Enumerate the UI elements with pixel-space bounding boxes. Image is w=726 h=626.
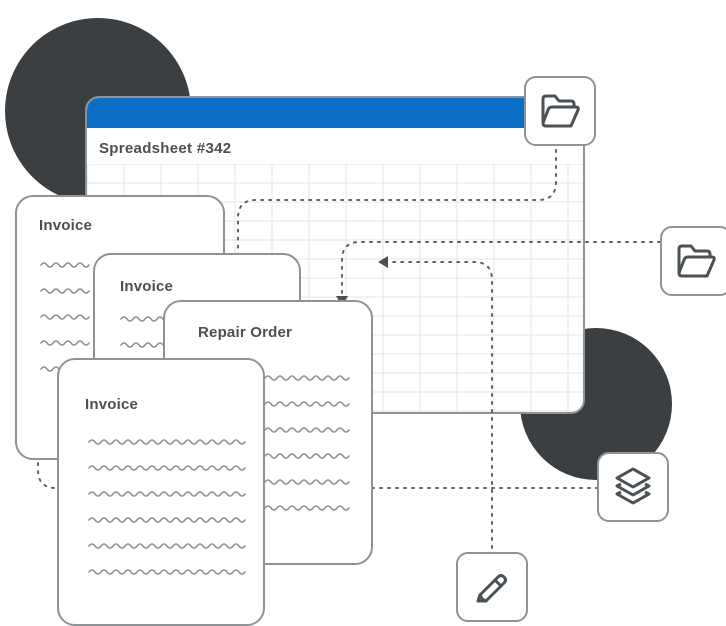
- text-line-squiggle: [264, 375, 350, 381]
- folder-icon: [541, 94, 580, 128]
- folder-button-right[interactable]: [660, 226, 726, 296]
- invoice-card-front[interactable]: Invoice: [57, 358, 265, 626]
- invoice-card-title: Invoice: [85, 396, 139, 413]
- text-line-squiggle: [88, 491, 246, 497]
- text-line-squiggle: [88, 465, 246, 471]
- arrow-left-sheet: [378, 256, 388, 268]
- pencil-button[interactable]: [456, 552, 528, 622]
- text-line-squiggle: [264, 479, 350, 485]
- invoice-card-title: Invoice: [39, 217, 93, 234]
- folder-button-top[interactable]: [524, 76, 596, 146]
- repair-order-card-text-lines: [264, 375, 350, 511]
- invoice-card-title: Invoice: [120, 278, 174, 295]
- repair-order-card-title: Repair Order: [198, 324, 293, 341]
- text-line-squiggle: [120, 316, 170, 322]
- text-line-squiggle: [264, 505, 350, 511]
- folder-icon: [677, 244, 716, 278]
- spreadsheet-title: Spreadsheet #342: [99, 140, 232, 157]
- text-line-squiggle: [40, 340, 90, 346]
- invoice-card-text-lines: [120, 316, 170, 348]
- invoice-card-text-lines: [88, 439, 246, 575]
- text-line-squiggle: [40, 288, 90, 294]
- text-line-squiggle: [264, 427, 350, 433]
- text-line-squiggle: [88, 569, 246, 575]
- connector-pencil-to-sheet: [389, 261, 493, 557]
- text-line-squiggle: [264, 401, 350, 407]
- text-line-squiggle: [120, 342, 170, 348]
- text-line-squiggle: [88, 543, 246, 549]
- text-line-squiggle: [40, 314, 90, 320]
- connector-folder-to-invoice: [237, 141, 557, 263]
- spreadsheet-title-bar: [87, 98, 583, 128]
- text-line-squiggle: [40, 262, 90, 268]
- layers-button[interactable]: [597, 452, 669, 522]
- connector-right-folder-to-repair: [341, 241, 661, 297]
- text-line-squiggle: [88, 517, 246, 523]
- text-line-squiggle: [264, 453, 350, 459]
- layers-icon: [615, 467, 651, 505]
- pencil-icon: [476, 574, 507, 603]
- text-line-squiggle: [88, 439, 246, 445]
